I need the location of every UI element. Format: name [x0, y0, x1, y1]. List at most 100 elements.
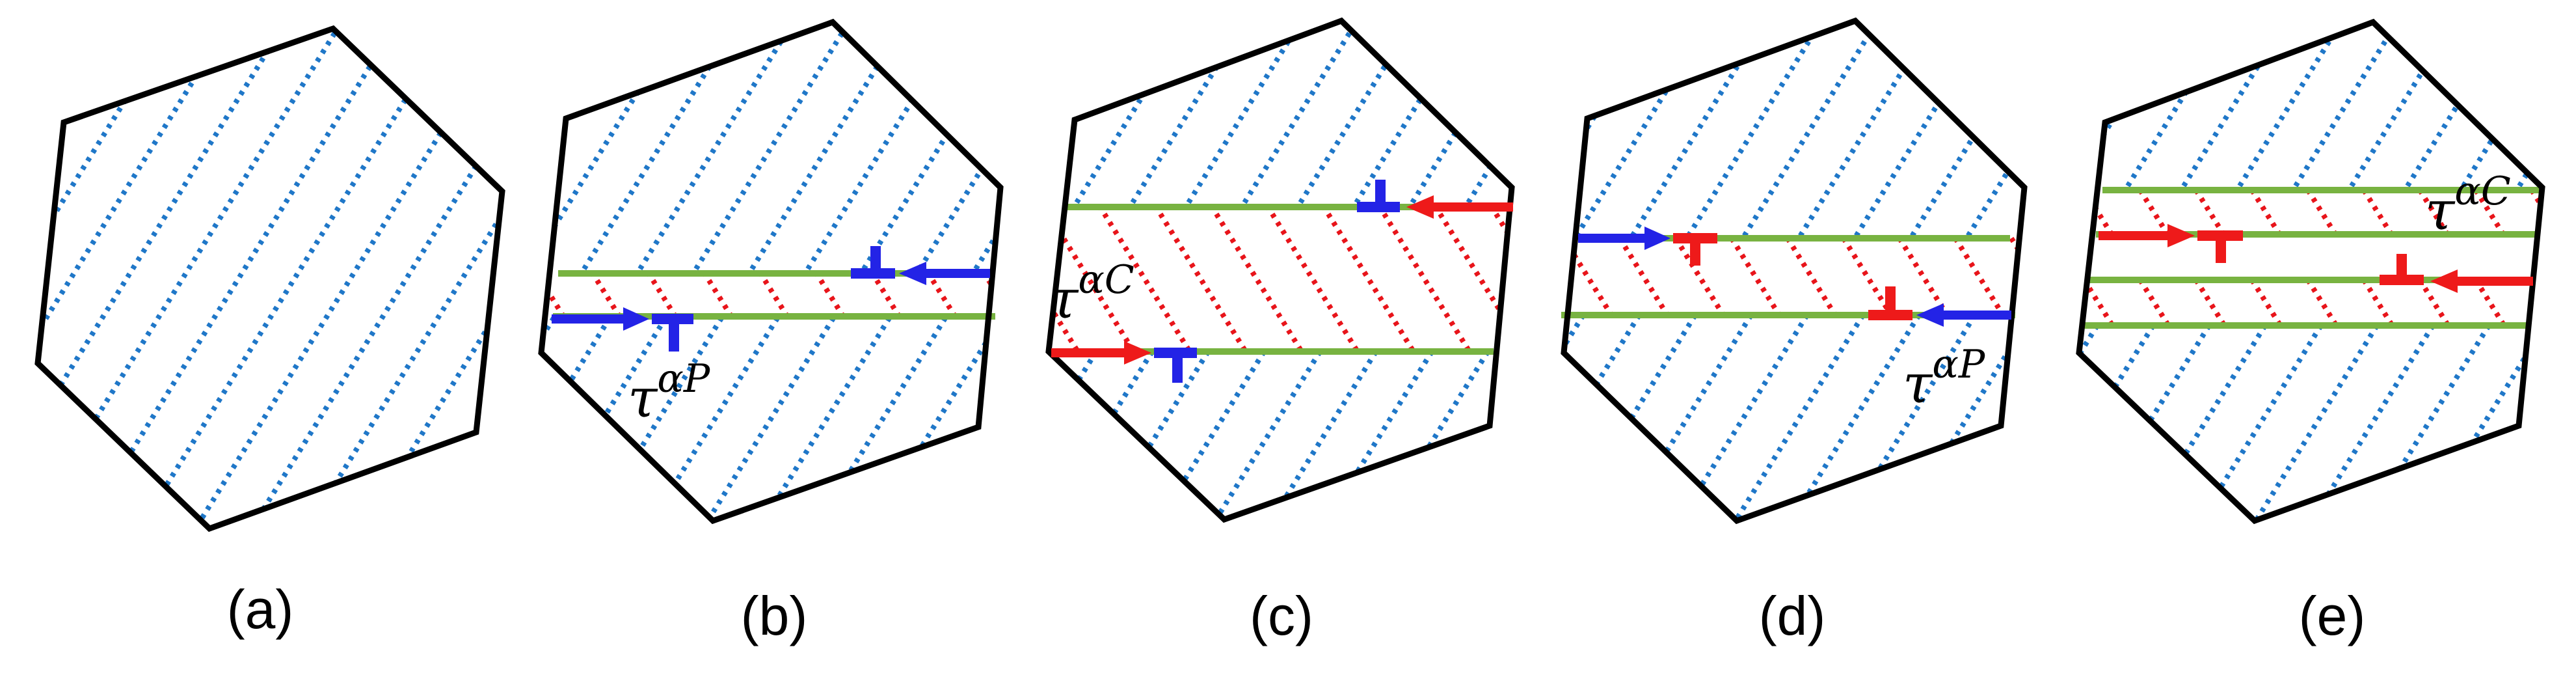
parent-lattice-line	[1240, 21, 1373, 208]
parent-lattice-line	[2213, 324, 2380, 521]
twinned-lattice-line	[2028, 280, 2056, 325]
blue-dislocation-arrow-left	[552, 307, 649, 331]
parent-lattice-line	[1564, 313, 1586, 521]
parent-lattice-line	[1914, 0, 2041, 206]
parent-lattice-line	[1451, 318, 1617, 586]
lattice-lines	[1600, 0, 2576, 586]
panel-caption: (a)	[227, 579, 294, 640]
parent-lattice-line	[38, 29, 134, 529]
parent-lattice-line	[157, 29, 502, 529]
twinned-lattice-line	[589, 270, 623, 320]
parent-lattice-lines	[38, 0, 1194, 586]
panel-c: ταC (c)	[895, 0, 2097, 646]
blue-dislocation-symbol	[1154, 348, 1197, 383]
parent-lattice-line	[1645, 0, 1814, 272]
parent-lattice-line	[2573, 0, 2576, 190]
twinned-lattice-line	[1972, 190, 2000, 234]
twinned-lattice-line	[1785, 236, 1838, 317]
twinned-lattice-line	[2249, 188, 2282, 236]
parent-lattice-line	[895, 352, 1040, 586]
parent-lattice-line	[1628, 21, 1781, 240]
parent-lattice-line	[1184, 21, 1317, 208]
parent-lattice-line	[2325, 324, 2491, 521]
parent-lattice-line	[1712, 325, 1873, 586]
parent-lattice-line	[1477, 0, 1646, 272]
parent-lattice-line	[2079, 324, 2156, 521]
parent-lattice-line	[1852, 21, 2005, 240]
parent-lattice-line	[2199, 315, 2367, 586]
twinned-lattice-line	[2138, 188, 2170, 236]
parent-lattice-line	[1072, 21, 1205, 208]
parent-lattice-line	[1408, 21, 1512, 208]
twinned-lattice-line	[701, 270, 734, 320]
twinned-lattice-line	[1151, 272, 1179, 318]
twinned-lattice-line	[1729, 236, 1782, 317]
red-dislocation-symbol-inverted	[2380, 254, 2424, 285]
parent-lattice-line	[1970, 0, 2097, 206]
parent-lattice-line	[101, 29, 470, 529]
parent-lattice-line	[747, 22, 921, 274]
twinned-lattice-line	[932, 206, 1022, 352]
parent-lattice-line	[2346, 22, 2469, 192]
parent-lattice-line	[1578, 0, 1706, 206]
twinned-lattice-line	[2249, 278, 2283, 327]
twinned-lattice-line	[2305, 278, 2339, 327]
parent-lattice-line	[2234, 22, 2357, 192]
twinned-lattice-line	[312, 272, 340, 318]
red-dislocation-symbol	[2197, 230, 2243, 263]
parent-lattice-line	[2079, 324, 2212, 521]
twinned-lattice-line	[2138, 278, 2171, 327]
twinned-lattice-line	[1547, 206, 1637, 352]
parent-lattice-line	[1600, 325, 1762, 586]
parent-lattice-line	[1228, 350, 1378, 519]
parent-lattice-line	[1304, 315, 1471, 586]
parent-lattice-line	[2255, 315, 2422, 586]
twinned-lattice-line	[1340, 238, 1388, 315]
parent-lattice-line	[1396, 350, 1512, 519]
parent-lattice-line	[2190, 0, 2338, 238]
twinned-lattice-line	[1603, 206, 1693, 352]
parent-lattice-line	[831, 0, 1194, 586]
twinned-lattice-line	[1715, 206, 1805, 352]
parent-lattice-line	[1533, 0, 1702, 272]
twinned-lattice-line	[2194, 278, 2227, 327]
parent-lattice-line	[915, 22, 1000, 274]
stress-label: ταP	[1903, 342, 1986, 415]
panel-caption: (d)	[1759, 585, 1826, 646]
twinned-lattice-line	[1376, 204, 1472, 353]
parent-lattice-line	[2143, 315, 2311, 586]
parent-lattice-line	[541, 316, 612, 521]
grain-boundary	[1561, 17, 2028, 525]
red-dislocation-arrow-left	[2099, 224, 2195, 247]
twinned-lattice-line	[368, 272, 396, 318]
twinned-lattice-line	[2473, 278, 2506, 327]
parent-lattice-line	[2031, 315, 2199, 586]
blue-dislocation-symbol-inverted	[1357, 180, 1400, 212]
red-dislocation-arrow-left	[1051, 341, 1151, 365]
panel-caption: (c)	[1250, 585, 1313, 646]
parent-lattice-line	[2402, 22, 2525, 192]
parent-lattice-line	[945, 316, 1000, 521]
twinned-lattice-line	[1860, 190, 1888, 234]
parent-lattice-line	[721, 316, 892, 521]
blue-dislocation-arrow-right	[1916, 303, 2011, 327]
twinned-lattice-line	[1207, 272, 1235, 318]
parent-lattice-line	[636, 22, 809, 274]
stress-label: ταC	[1049, 257, 1134, 331]
parent-lattice-line	[213, 29, 502, 529]
parent-lattice-line	[1684, 21, 1837, 240]
parent-lattice-line	[1690, 0, 1818, 206]
grain-boundary	[538, 18, 1004, 525]
twinned-lattice-line	[1897, 236, 1950, 317]
twinned-lattice-line	[1452, 238, 1499, 315]
parent-lattice-line	[777, 316, 948, 521]
panel-caption: (b)	[741, 585, 808, 646]
twinned-lattice-line	[2305, 188, 2338, 236]
blue-dislocation-arrow-right	[899, 262, 990, 285]
twinned-lattice-line	[2529, 278, 2542, 327]
parent-lattice-line	[552, 0, 915, 586]
parent-lattice-line	[1508, 350, 1512, 519]
parent-lattice-line	[609, 316, 780, 521]
blue-dislocation-arrow-left	[1578, 227, 1670, 250]
parent-lattice-line	[38, 29, 302, 529]
